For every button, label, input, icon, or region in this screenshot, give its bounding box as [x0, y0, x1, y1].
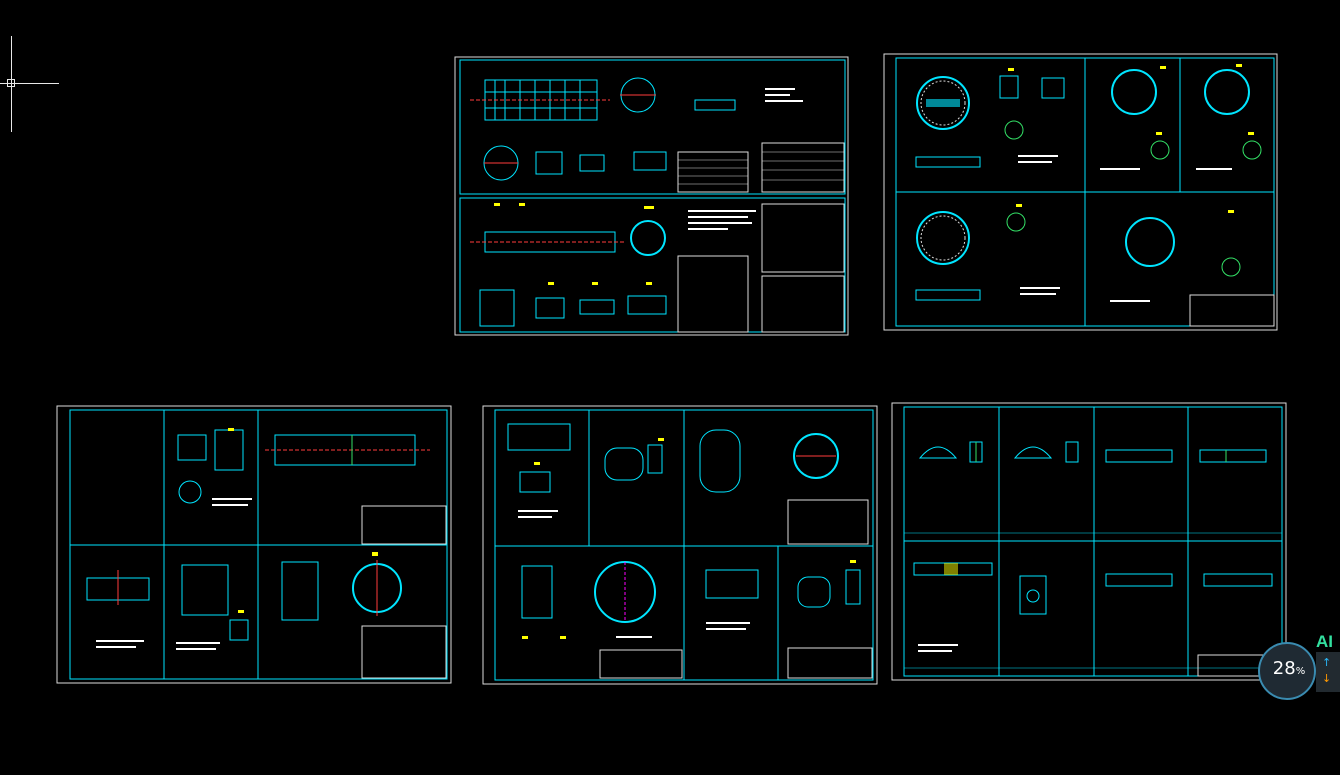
drawing-sheet-b[interactable]	[883, 53, 1278, 331]
drawing-sheet-e[interactable]	[891, 402, 1287, 681]
drawing-sheet-d[interactable]	[482, 405, 878, 685]
brand-label: AI	[1316, 632, 1333, 651]
drawing-sheet-c[interactable]	[56, 405, 452, 684]
upload-arrow-icon: ↑	[1322, 656, 1332, 669]
download-arrow-icon: ↓	[1322, 672, 1332, 685]
drawing-sheet-a[interactable]	[454, 56, 849, 336]
progress-value: 28	[1272, 658, 1296, 679]
progress-unit: %	[1295, 666, 1306, 677]
progress-widget[interactable]: AI ↑ ↓ 28%	[1258, 632, 1340, 704]
speed-panel	[1316, 652, 1340, 692]
progress-ring[interactable]: 28%	[1258, 642, 1316, 700]
